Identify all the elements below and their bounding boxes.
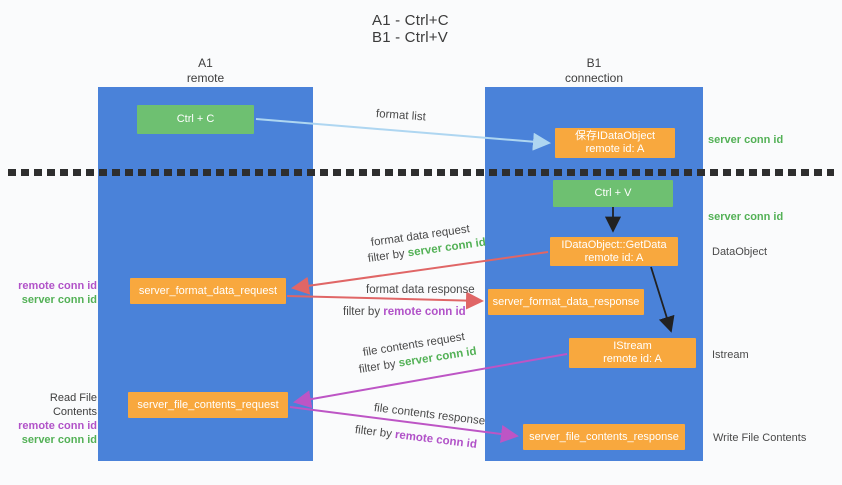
ctrl-c-label: Ctrl + C — [176, 113, 215, 125]
diagram-title: A1 - Ctrl+C B1 - Ctrl+V — [372, 12, 449, 46]
filter-by-remote-conn-id-label-1: filter by remote conn id — [343, 306, 466, 318]
save-idataobject-line2: remote id: A — [585, 143, 645, 155]
idataobject-getdata-node: IDataObject::GetData remote id: A — [550, 237, 678, 266]
filter-by-text: filter by — [367, 247, 406, 265]
server-format-data-request-label: server_format_data_request — [138, 284, 278, 297]
server-format-data-response-label: server_format_data_response — [492, 295, 640, 308]
copy-paste-divider-line — [8, 169, 834, 176]
read-file-contents-label: Read File Contents — [49, 392, 97, 418]
istream-side-label: Istream — [712, 349, 749, 361]
server-format-data-request-node: server_format_data_request — [130, 278, 286, 304]
server-conn-id-right-top: server conn id — [708, 134, 784, 146]
server-conn-id-left-1: server conn id — [21, 294, 97, 306]
lane-a1-name: A1 — [198, 56, 213, 70]
remote-conn-id-left-2: remote conn id — [18, 420, 97, 432]
write-file-contents-label: Write File Contents — [713, 432, 807, 444]
istream-node: IStream remote id: A — [569, 338, 696, 368]
getdata-line1: IDataObject::GetData — [561, 238, 667, 251]
remote-conn-id-text: remote conn id — [394, 428, 478, 451]
filter-by-text: filter by — [343, 306, 381, 318]
server-file-contents-request-label: server_file_contents_request — [137, 398, 279, 411]
filter-by-remote-conn-id-label-2: filter by remote conn id — [354, 424, 477, 451]
server-file-contents-request-node: server_file_contents_request — [128, 392, 288, 418]
remote-conn-id-text: remote conn id — [383, 306, 466, 318]
lane-b1-role: connection — [564, 71, 624, 85]
lane-b1-name: B1 — [586, 56, 602, 70]
title-line-1: A1 - Ctrl+C — [372, 12, 449, 29]
file-contents-response-label: file contents response — [373, 402, 486, 428]
left-conn-id-group-2: Read File Contents remote conn id server… — [5, 391, 97, 447]
getdata-line2: remote id: A — [584, 251, 644, 264]
lane-header-a1: A1 remote — [98, 56, 313, 86]
ctrl-v-node: Ctrl + V — [553, 180, 673, 207]
dataobject-label: DataObject — [712, 246, 768, 258]
format-list-label: format list — [375, 108, 427, 124]
lane-a1-role: remote — [186, 71, 225, 85]
filter-by-text: filter by — [354, 424, 393, 441]
server-conn-id-right-mid: server conn id — [708, 211, 784, 223]
server-conn-id-left-2: server conn id — [21, 434, 97, 446]
server-file-contents-response-node: server_file_contents_response — [523, 424, 685, 450]
format-data-response-arrow — [286, 291, 484, 310]
istream-line1: IStream — [613, 340, 652, 352]
server-format-data-response-node: server_format_data_response — [488, 289, 644, 315]
server-file-contents-response-label: server_file_contents_response — [529, 430, 679, 443]
save-idataobject-node: 保存IDataObject remote id: A — [555, 128, 675, 158]
lane-header-b1: B1 connection — [485, 56, 703, 86]
format-data-response-label: format data response — [366, 284, 475, 296]
istream-line2: remote id: A — [603, 353, 662, 365]
remote-conn-id-left-1: remote conn id — [18, 280, 97, 292]
ctrl-c-node: Ctrl + C — [137, 105, 254, 134]
save-idataobject-line1: 保存IDataObject — [574, 130, 656, 142]
ctrl-v-label: Ctrl + V — [594, 187, 632, 199]
filter-by-text: filter by — [358, 358, 397, 376]
left-conn-id-group-1: remote conn id server conn id — [5, 279, 97, 307]
title-line-2: B1 - Ctrl+V — [372, 29, 448, 46]
